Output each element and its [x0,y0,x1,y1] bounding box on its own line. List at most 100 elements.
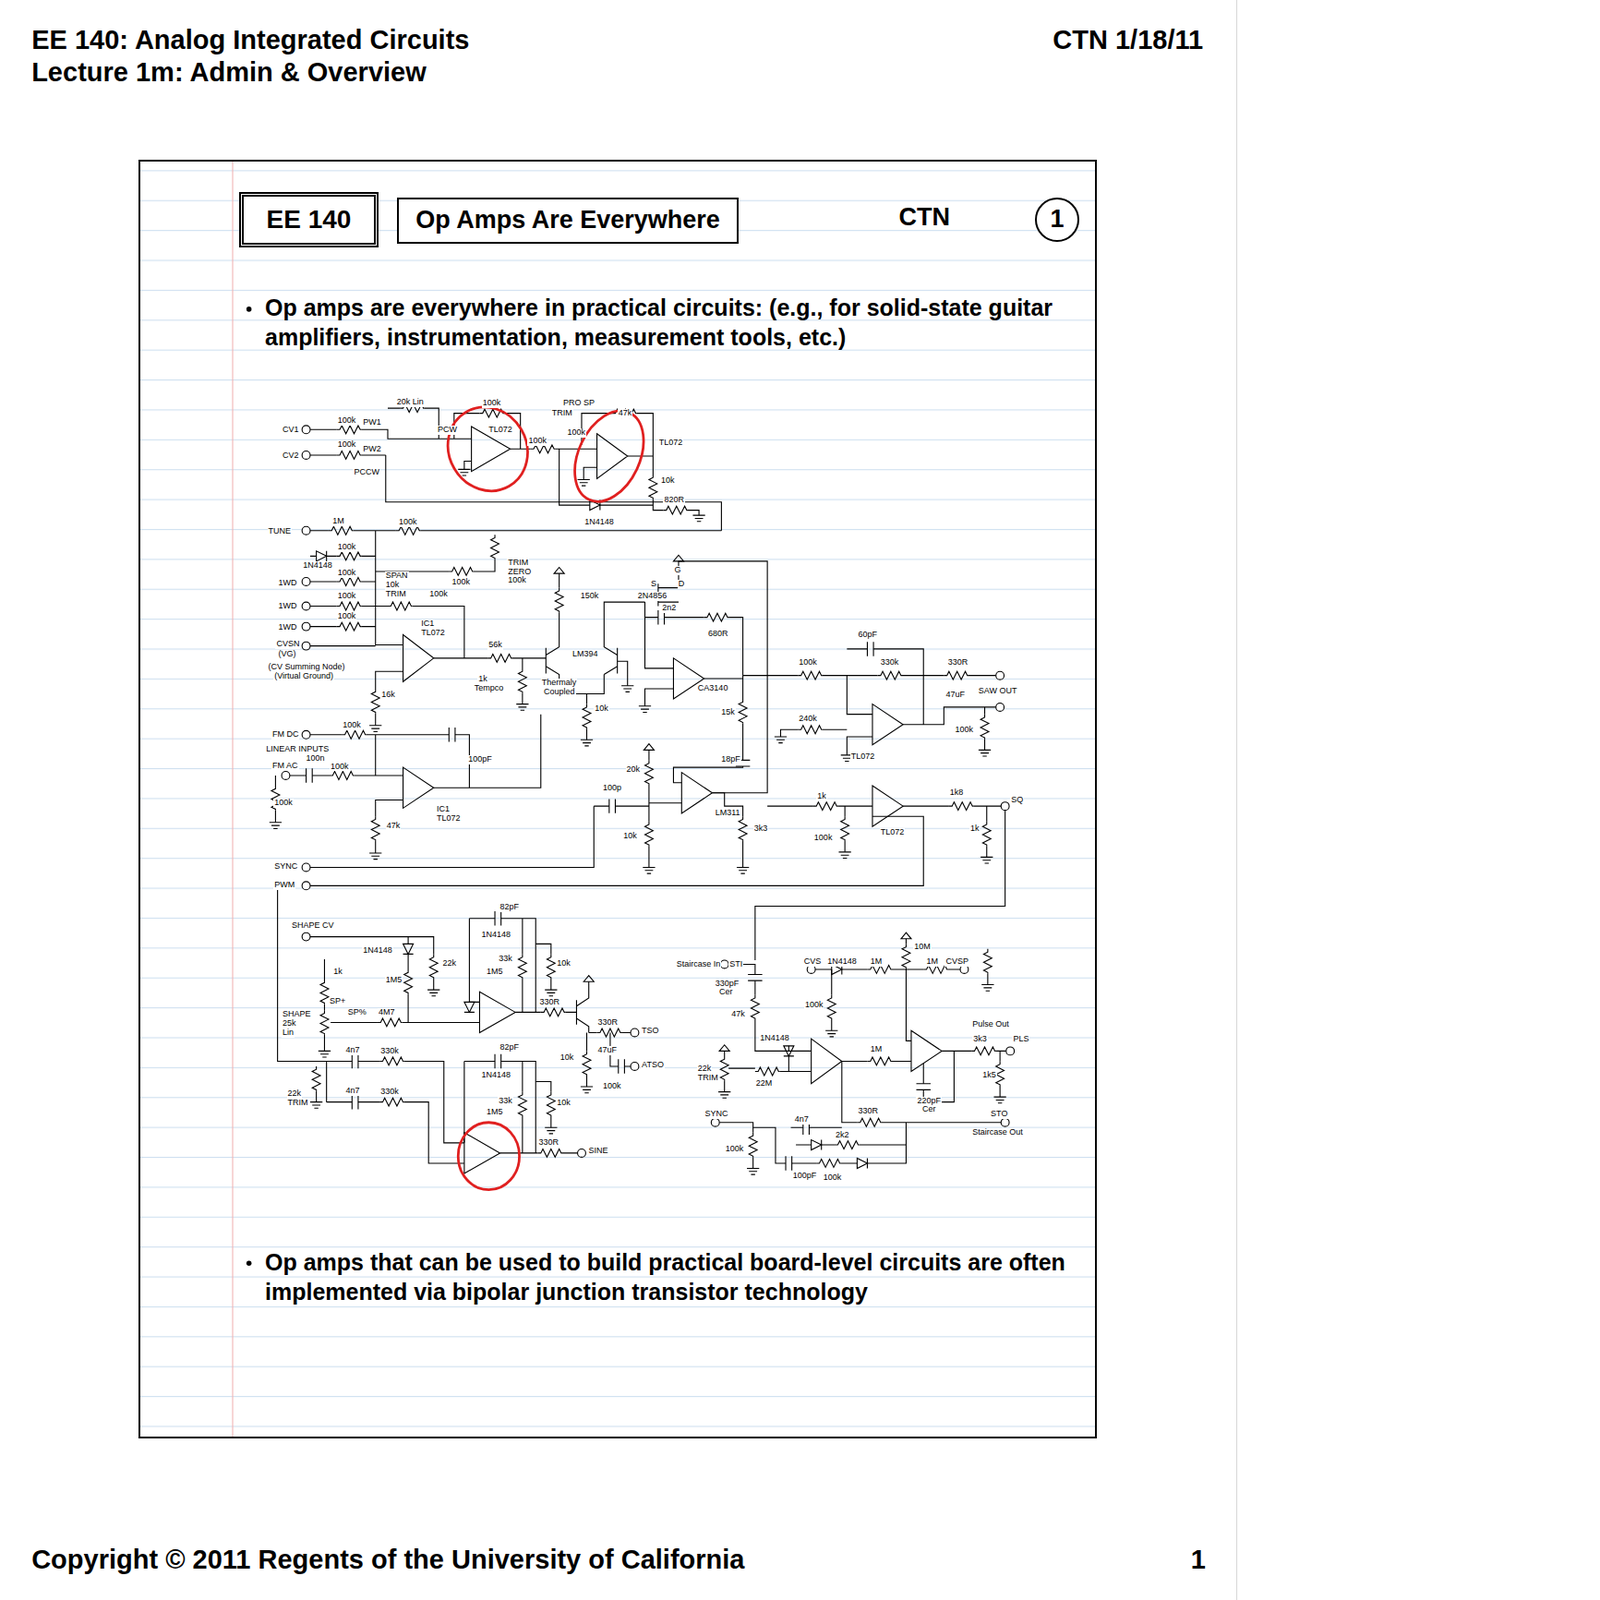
component-label: 2n2 [661,603,677,614]
component-label: STO [989,1109,1009,1119]
component-label: 100k [336,612,358,622]
component-label: TRIM [384,589,408,600]
component-label: 100k [813,833,834,843]
component-label: CA3140 [697,684,730,694]
page-header: Lecture 1m: Admin & Overview [30,58,428,88]
component-label: 100p [601,783,623,794]
component-label: 22k [697,1064,713,1074]
component-label: 100k [481,398,503,409]
component-label: 100k [336,542,358,553]
component-label: 3k3 [972,1034,988,1045]
component-label: 100k [527,436,548,446]
component-label: TRIM [551,409,574,419]
component-label: 330R [947,658,970,668]
component-label: 1N4148 [301,561,334,571]
component-label: 1k [816,792,828,802]
component-label: IC1 [435,805,451,815]
component-label: TRIM [506,558,530,568]
component-label: 3k3 [753,824,770,834]
component-label: CV1 [281,425,301,435]
component-label: 82pF [498,902,520,913]
box-label: 1 [1049,205,1064,234]
component-label: 1M [869,957,884,967]
component-label: 330k [379,1046,400,1057]
component-label: 100k [336,440,358,450]
component-label: 1M [925,957,939,967]
author-initials: CTN [898,204,952,232]
copyright-footer: Copyright © 2011 Regents of the Universi… [30,1545,746,1576]
component-label: Cer [921,1105,938,1115]
component-label: 100k [953,725,975,735]
component-label: 4M7 [377,1008,397,1018]
component-label: Staircase In [675,960,722,970]
component-label: 20k Lin [396,397,425,408]
page-number-circle: 1 [1034,197,1080,242]
component-label: Tempco [473,684,506,694]
component-label: Coupled [542,687,577,698]
component-label: Lin [281,1028,295,1038]
component-label: 1N4148 [361,946,394,956]
component-label: LM311 [714,808,742,819]
page-header: CTN 1/18/11 [1051,25,1204,56]
component-label: 100k [565,428,587,438]
component-label: 1M [869,1045,884,1055]
component-label: 56k [487,640,504,650]
component-label: 330R [856,1106,879,1117]
page-header: EE 140: Analog Integrated Circuits [30,25,470,56]
component-label: SHAPE CV [290,921,336,931]
component-label: 1k [477,674,489,685]
component-label: 25k [281,1019,298,1029]
component-label: PW1 [361,418,383,428]
component-label: 22k [442,959,458,969]
component-label: 100pF [467,755,494,765]
component-label: 1k [969,824,981,834]
component-label: 100k [273,798,294,808]
component-label: SINE [588,1146,610,1156]
component-label: 330k [379,1087,400,1097]
component-label: 100k [601,1082,623,1092]
component-label: 16k [380,690,397,700]
component-label: 680R [707,629,730,639]
component-label: TRIM [697,1073,720,1083]
component-label: 10k [555,959,572,969]
component-label: S [649,579,658,590]
component-label: 240k [797,714,819,724]
component-label: 100pF [792,1171,819,1181]
component-label: 330R [539,998,562,1008]
component-label: 1WD [277,601,299,612]
bullet-text: Op amps that can be used to build practi… [264,1247,1078,1308]
component-label: IC1 [420,619,435,629]
component-label: STI [728,960,744,970]
component-label: 100k [397,517,419,528]
component-label: 100k [336,591,358,602]
component-label: SP% [347,1008,368,1018]
component-label: 330R [537,1138,560,1148]
component-label: 1N4148 [826,957,858,967]
component-label: 82pF [498,1043,520,1053]
component-label: 1N4148 [583,517,615,528]
component-label: TSO [640,1026,661,1036]
component-label: D [677,579,686,590]
component-label: Pulse Out [971,1020,1011,1030]
component-label: TL072 [435,814,462,824]
component-label: 10k [660,476,676,486]
component-label: 1M [331,517,346,527]
component-label: PWM [273,880,296,891]
component-label: 47uF [597,1046,619,1056]
component-label: PLS [1011,1034,1030,1045]
course-tag-box: EE 140 [239,192,379,248]
component-label: 1k5 [981,1070,998,1081]
box-label: EE 140 [266,205,352,235]
component-label: (Virtual Ground) [273,672,335,682]
component-label: TRIM [287,1098,310,1108]
component-label: 15k [720,708,736,718]
component-label: 10k [384,580,401,590]
bullet-text: Op amps are everywhere in practical circ… [264,292,1078,353]
component-label: ZERO [506,567,532,578]
component-label: 33k [497,954,514,964]
component-label: Staircase Out [971,1128,1024,1138]
component-label: 1k8 [949,788,965,798]
component-label: 47k [617,409,634,419]
component-label: TL072 [879,828,906,838]
component-label: 1WD [277,623,299,633]
